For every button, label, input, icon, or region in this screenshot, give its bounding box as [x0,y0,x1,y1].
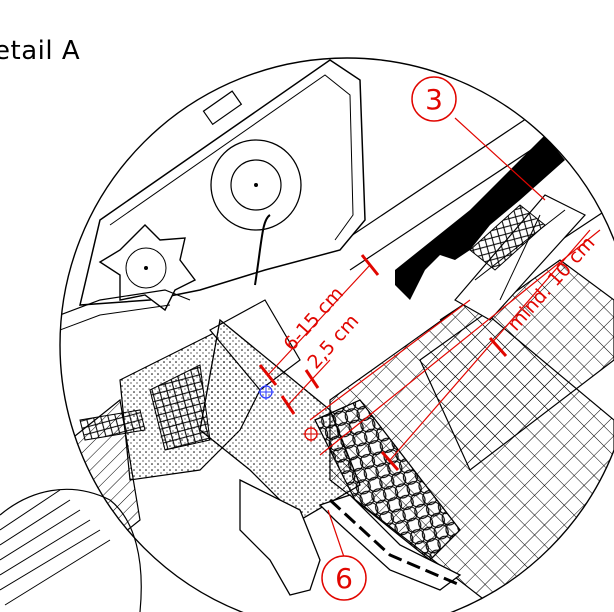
callout-6: 6 [321,555,367,601]
reference-markers [258,384,319,442]
dimension-annotations [258,117,601,561]
callout-circle-3 [411,76,457,122]
callout-3: 3 [411,76,457,122]
detail-title: etail A [0,36,81,66]
callout-label-3: 3 [425,83,443,116]
roller-drum [210,139,302,231]
drawing-content [60,59,614,612]
callout-circle-6 [321,555,367,601]
crown-profile [395,135,565,300]
gravel-band [314,399,461,561]
detail-boundary-circle [59,57,614,612]
callout-label-6: 6 [335,562,353,595]
